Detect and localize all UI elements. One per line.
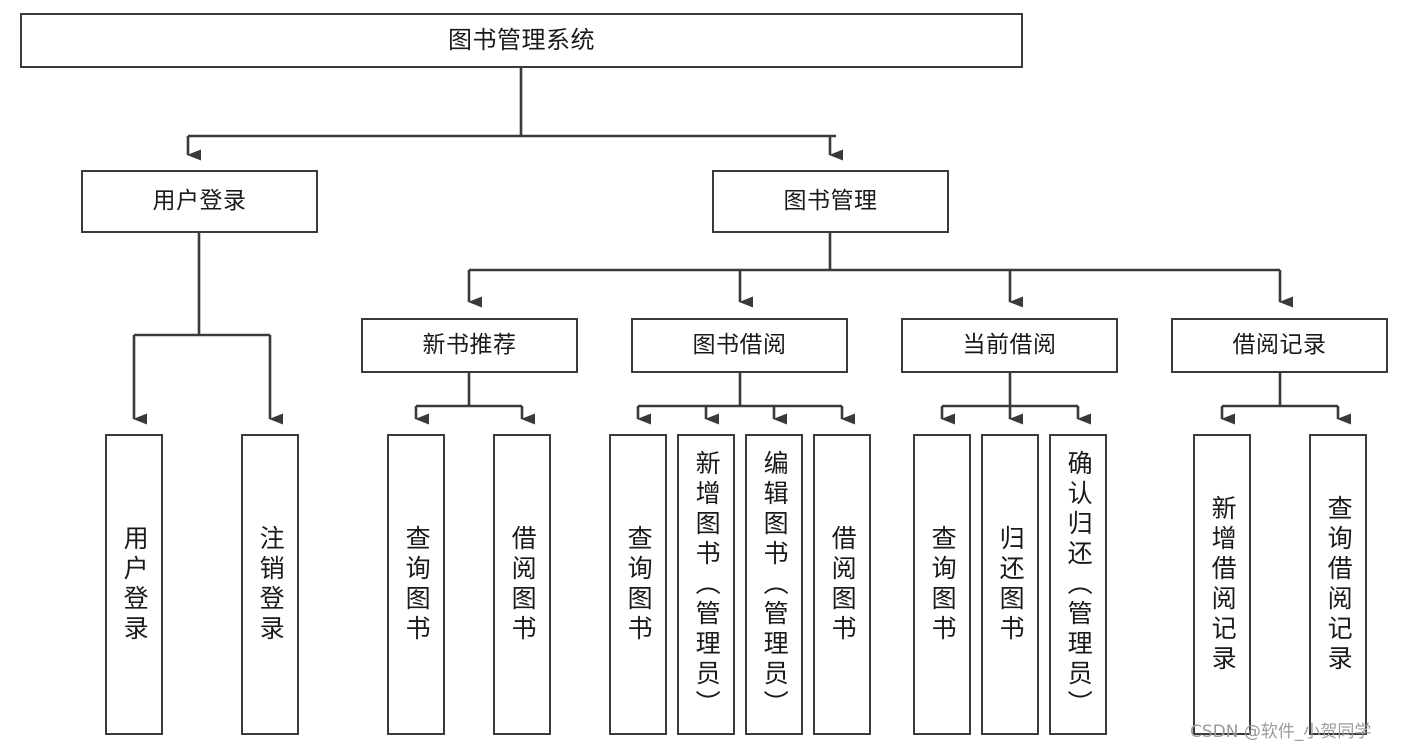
node-current-borrow[interactable]: 当前借阅 [901, 318, 1118, 373]
leaf-user-login-logout[interactable]: 注销登录 [241, 434, 299, 735]
node-label: 查询图书 [624, 524, 654, 645]
node-label: 查询图书 [928, 524, 958, 645]
node-label: 当前借阅 [962, 331, 1057, 358]
leaf-current-query-book[interactable]: 查询图书 [913, 434, 971, 735]
node-label: 借阅记录 [1232, 331, 1327, 358]
node-label: 查询图书 [402, 524, 432, 645]
node-label: 图书管理系统 [448, 26, 595, 55]
node-label: 用户登录 [120, 524, 150, 645]
leaf-user-login-login[interactable]: 用户登录 [105, 434, 163, 735]
node-label: 查询借阅记录 [1324, 494, 1354, 675]
node-new-book-recommend[interactable]: 新书推荐 [361, 318, 578, 373]
csdn-watermark: CSDN @软件_小贺同学 [1190, 722, 1372, 742]
leaf-current-return-book[interactable]: 归还图书 [981, 434, 1039, 735]
leaf-current-confirm-return-admin[interactable]: 确认归还（管理员） [1049, 434, 1107, 735]
leaf-borrow-query-book[interactable]: 查询图书 [609, 434, 667, 735]
node-label: 新增借阅记录 [1208, 494, 1238, 675]
node-book-borrow[interactable]: 图书借阅 [631, 318, 848, 373]
node-label: 用户登录 [152, 187, 247, 214]
node-root-system[interactable]: 图书管理系统 [20, 13, 1023, 68]
node-label: 确认归还（管理员） [1064, 449, 1094, 720]
leaf-borrow-borrow-book[interactable]: 借阅图书 [813, 434, 871, 735]
leaf-record-query-record[interactable]: 查询借阅记录 [1309, 434, 1367, 735]
leaf-record-add-record[interactable]: 新增借阅记录 [1193, 434, 1251, 735]
leaf-recommend-query-book[interactable]: 查询图书 [387, 434, 445, 735]
leaf-borrow-add-book-admin[interactable]: 新增图书（管理员） [677, 434, 735, 735]
node-label: 编辑图书（管理员） [760, 449, 790, 720]
node-label: 图书借阅 [692, 331, 787, 358]
node-user-login[interactable]: 用户登录 [81, 170, 318, 233]
node-label: 注销登录 [256, 524, 286, 645]
node-label: 图书管理 [783, 187, 878, 214]
node-book-management[interactable]: 图书管理 [712, 170, 949, 233]
node-label: 新增图书（管理员） [692, 449, 722, 720]
node-label: 归还图书 [996, 524, 1026, 645]
node-borrow-record[interactable]: 借阅记录 [1171, 318, 1388, 373]
node-label: 新书推荐 [422, 331, 517, 358]
leaf-borrow-edit-book-admin[interactable]: 编辑图书（管理员） [745, 434, 803, 735]
node-label: 借阅图书 [828, 524, 858, 645]
node-label: 借阅图书 [508, 524, 538, 645]
leaf-recommend-borrow-book[interactable]: 借阅图书 [493, 434, 551, 735]
